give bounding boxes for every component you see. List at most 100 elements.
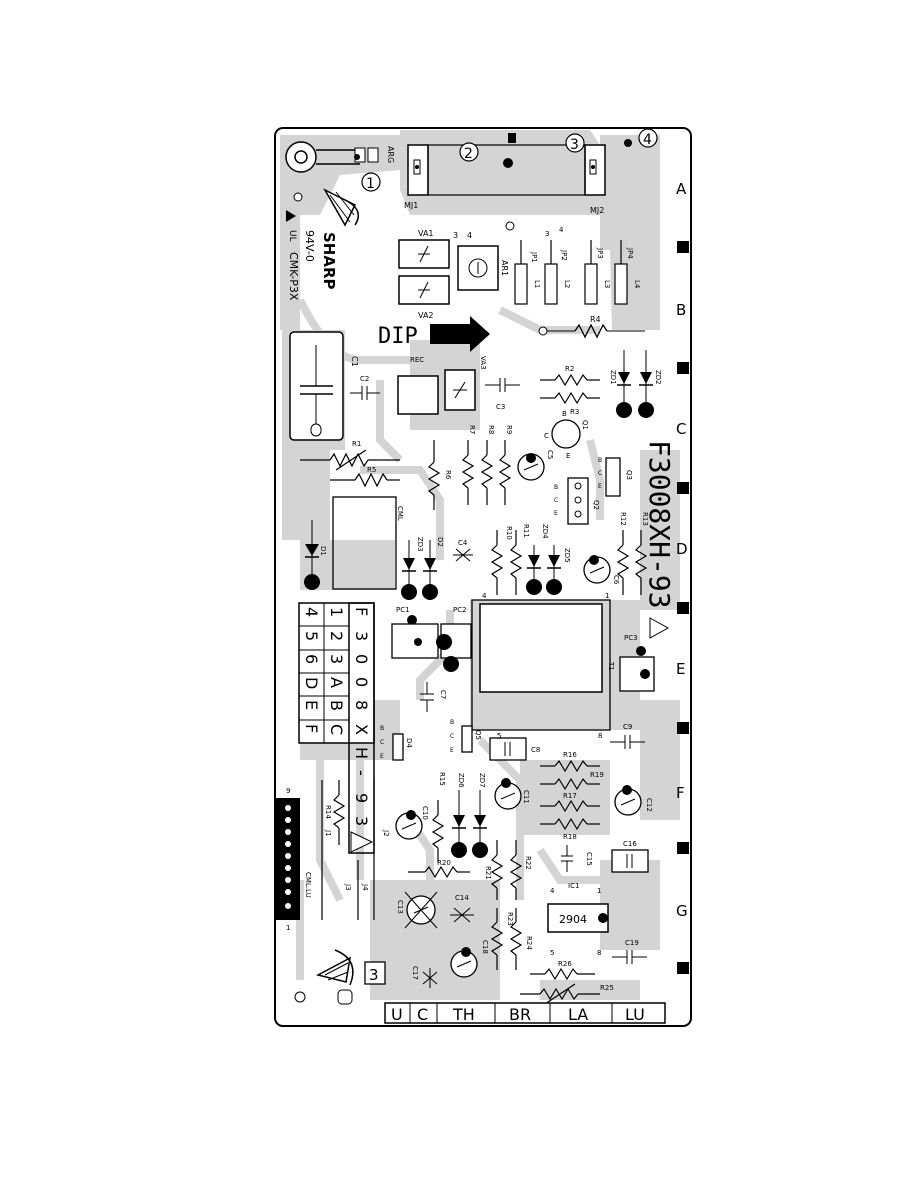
row-marker-f: F [676, 784, 685, 802]
label-r13: R13 [641, 512, 649, 526]
c5-capacitor [517, 453, 545, 481]
label-c11: C11 [522, 790, 530, 804]
label-zd5: ZD5 [563, 548, 571, 563]
q2-transistor [567, 477, 589, 525]
d2-diode [422, 540, 438, 600]
connector-label-la: LA [568, 1005, 588, 1024]
row-marker-b: B [676, 301, 686, 319]
r26-resistor [530, 967, 595, 981]
t1-pin-1: 1 [605, 592, 609, 600]
pc2-pad-1 [436, 634, 452, 650]
code-tail-4: 3 [352, 816, 371, 826]
code-cell-6-1: F [302, 724, 321, 733]
label-va3: VA3 [479, 356, 487, 370]
code-cell-1-2: 1 [327, 607, 346, 617]
label-r21: R21 [484, 866, 492, 880]
code-cell-1-1: 4 [302, 607, 321, 617]
circled-number-3: 3 [565, 133, 585, 153]
r25-resistor [520, 983, 600, 1005]
label-pc3: PC3 [624, 634, 638, 642]
va1-varistor [398, 239, 450, 269]
r20-resistor [408, 865, 470, 879]
label-r22: R22 [524, 856, 532, 870]
zd1-zener [616, 350, 632, 418]
label-cml-lu: CML.LU [304, 872, 312, 898]
label-c9: C9 [623, 723, 632, 731]
label-c1: C1 [350, 356, 359, 367]
screw-icon-top [323, 188, 360, 227]
q5-pin-c: C [450, 733, 454, 740]
label-ic1: IC1 [568, 882, 579, 890]
label-va1: VA1 [418, 229, 434, 238]
label-c12: C12 [645, 798, 653, 812]
label-pc1: PC1 [396, 606, 410, 614]
d1-diode [304, 520, 320, 590]
edge-tabs [677, 241, 689, 974]
code-cell-1-3: F [352, 607, 371, 616]
va2-varistor [398, 275, 450, 305]
q1-pin-e: E [566, 452, 570, 460]
ar1-arrester [457, 245, 499, 291]
label-r2: R2 [565, 365, 574, 373]
connector-label-th: TH [452, 1005, 475, 1024]
pc3-pad [640, 669, 650, 679]
q3-pin-b: B [598, 457, 602, 464]
t1-transformer [479, 603, 603, 693]
label-r10: R10 [505, 526, 513, 540]
svg-text:2: 2 [464, 146, 473, 162]
r7-r8-r9-resistors [461, 440, 512, 505]
svg-text:4: 4 [643, 132, 652, 148]
label-l2: L2 [563, 280, 571, 288]
q5-pin-b: B [450, 719, 454, 726]
label-r15: R15 [438, 772, 446, 786]
d4-pin-e: E [380, 753, 384, 760]
d4-pin-b: B [380, 725, 384, 732]
c16-capacitor [611, 849, 649, 873]
label-j3: J3 [344, 883, 352, 891]
label-r23: R23 [506, 912, 514, 926]
t1-pin-8: 8 [598, 732, 602, 740]
pin-3-label: 3 [453, 231, 458, 240]
row-marker-a: A [676, 180, 687, 198]
label-c17: C17 [411, 966, 419, 980]
zd7-zener [472, 790, 488, 858]
screw-icon-bottom [315, 949, 354, 986]
label-l4: L4 [633, 280, 641, 289]
dip-label: DIP [378, 324, 418, 349]
label-q5: Q5 [474, 730, 482, 740]
small-hole [293, 192, 303, 202]
cml-lu-pin-9: 9 [286, 787, 290, 795]
label-zd6: ZD6 [457, 773, 465, 788]
warning-triangle-icon [350, 831, 374, 853]
sharp-logo: SHARP [320, 232, 338, 290]
c2-capacitor [350, 386, 380, 400]
c1-capacitor [289, 331, 344, 441]
code-cell-6-3: X [352, 724, 371, 735]
d4-pin-c: C [380, 739, 384, 746]
label-r9: R9 [505, 425, 513, 434]
r1-resistor [300, 449, 400, 471]
label-q1: Q1 [581, 420, 589, 430]
code-cell-2-1: 5 [302, 631, 321, 641]
r14-resistor [332, 780, 346, 845]
q3-pin-c: C [598, 470, 602, 477]
label-c7: C7 [439, 690, 447, 699]
connector-label-br: BR [509, 1005, 531, 1024]
label-d4: D4 [405, 738, 413, 748]
pin-4-label: 4 [467, 231, 472, 240]
bottom-hole-square [337, 989, 353, 1005]
c8-capacitor [489, 737, 527, 761]
r6-resistor [427, 440, 441, 510]
label-r11: R11 [522, 524, 530, 538]
circled-number-2: 2 [459, 142, 479, 162]
svg-text:3: 3 [369, 966, 379, 984]
q3-pin-e: E [598, 483, 602, 490]
circled-number-4: 4 [638, 128, 658, 148]
rec-label: REC [410, 356, 424, 364]
r23-r24-resistors [490, 908, 523, 970]
circled-number-1: 1 [361, 172, 381, 192]
label-zd7: ZD7 [478, 773, 486, 788]
label-r5: R5 [367, 466, 376, 474]
mounting-hole-top-left [285, 141, 379, 173]
mj-center-pad [503, 158, 513, 168]
